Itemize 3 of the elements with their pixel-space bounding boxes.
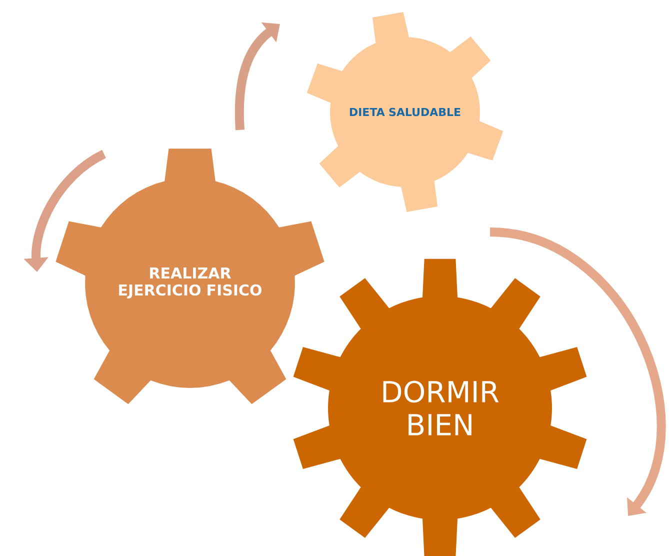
gear: DIETA SALUDABLE: [306, 12, 504, 212]
gear: REALIZAR EJERCICIO FISICO: [56, 148, 324, 404]
gear: DORMIR BIEN: [293, 258, 587, 556]
